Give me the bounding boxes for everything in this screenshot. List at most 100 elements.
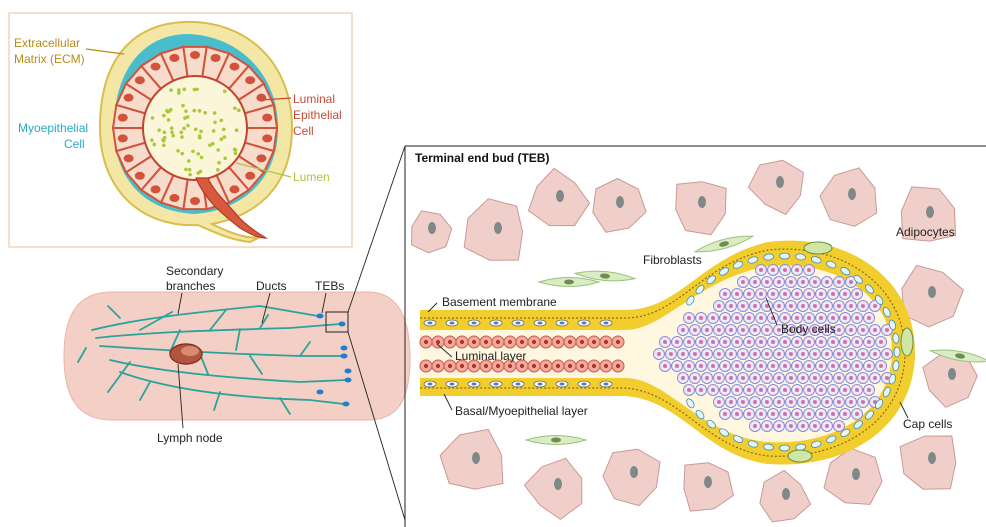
cell-nucleus — [151, 63, 161, 71]
secretion-dot — [233, 106, 237, 110]
body-cell-nucleus — [747, 340, 751, 344]
luminal-cell-nucleus — [484, 340, 488, 344]
body-cell-nucleus — [861, 352, 865, 356]
luminal-cell-nucleus — [496, 340, 500, 344]
basal-cell-nucleus — [516, 322, 521, 325]
secondary-label-line2: branches — [166, 279, 215, 293]
body-cell-nucleus — [819, 340, 823, 344]
secretion-dot — [183, 88, 187, 92]
body-cell-nucleus — [885, 328, 889, 332]
body-cell-nucleus — [801, 424, 805, 428]
body-cell-nucleus — [723, 316, 727, 320]
secretion-dot — [167, 118, 171, 122]
adipocyte-nucleus — [848, 188, 856, 200]
body-cells-label: Body cells — [781, 322, 836, 336]
body-cell-nucleus — [843, 388, 847, 392]
secretion-dot — [223, 89, 227, 93]
luminal-cell-nucleus — [616, 340, 620, 344]
body-cell-nucleus — [687, 316, 691, 320]
cell-nucleus — [262, 114, 272, 122]
secretion-dot — [217, 161, 221, 165]
body-cell-nucleus — [801, 400, 805, 404]
secretion-dot — [169, 108, 173, 112]
secretion-dot — [208, 143, 212, 147]
body-cell-nucleus — [759, 364, 763, 368]
body-cell-nucleus — [717, 352, 721, 356]
body-cell-nucleus — [867, 316, 871, 320]
body-cell-nucleus — [753, 304, 757, 308]
secretion-dot — [198, 109, 202, 113]
adipocyte — [524, 458, 582, 519]
body-cell-nucleus — [837, 280, 841, 284]
body-cell-nucleus — [687, 340, 691, 344]
body-cell-nucleus — [711, 340, 715, 344]
cell-nucleus — [124, 94, 134, 102]
luminal-cell-nucleus — [448, 340, 452, 344]
adipocyte-nucleus — [556, 190, 564, 202]
body-cell-nucleus — [855, 364, 859, 368]
body-cell-nucleus — [789, 304, 793, 308]
body-cell-nucleus — [819, 364, 823, 368]
body-cell-nucleus — [867, 388, 871, 392]
body-cell-nucleus — [801, 376, 805, 380]
fibroblast-nucleus — [564, 280, 574, 285]
body-cell-nucleus — [693, 352, 697, 356]
body-cell-nucleus — [759, 388, 763, 392]
fibroblasts-label: Fibroblasts — [643, 253, 702, 267]
body-cell-nucleus — [777, 376, 781, 380]
body-cell-nucleus — [825, 280, 829, 284]
body-cell-nucleus — [831, 340, 835, 344]
secretion-dot — [151, 116, 155, 120]
body-cell-nucleus — [747, 412, 751, 416]
body-cell-nucleus — [765, 400, 769, 404]
body-cell-nucleus — [789, 424, 793, 428]
body-cell-nucleus — [807, 412, 811, 416]
body-cell-nucleus — [741, 400, 745, 404]
body-cell-nucleus — [843, 412, 847, 416]
secretion-dot — [216, 168, 220, 172]
luminal-cell-nucleus — [508, 364, 512, 368]
luminal-cell-nucleus — [472, 364, 476, 368]
body-cell-nucleus — [831, 364, 835, 368]
cap-cell — [894, 347, 900, 357]
secretion-dot — [198, 134, 202, 138]
luminal-cell-nucleus — [556, 364, 560, 368]
body-cell-nucleus — [885, 352, 889, 356]
adipocyte-nucleus — [494, 222, 502, 234]
body-cell-nucleus — [729, 304, 733, 308]
adipocyte-nucleus — [428, 222, 436, 234]
secretion-dot — [165, 109, 169, 113]
body-cell-nucleus — [717, 304, 721, 308]
body-cell-nucleus — [867, 364, 871, 368]
basement-membrane-label: Basement membrane — [442, 295, 557, 309]
body-cell-nucleus — [843, 340, 847, 344]
luminal-cell-nucleus — [580, 364, 584, 368]
luminal-cell-nucleus — [424, 364, 428, 368]
body-cell-nucleus — [783, 412, 787, 416]
body-cell-nucleus — [831, 388, 835, 392]
secretion-dot — [184, 168, 188, 172]
cell-nucleus — [256, 154, 266, 162]
luminal-cell-nucleus — [604, 340, 608, 344]
secretion-dot — [181, 104, 185, 108]
body-cell-nucleus — [873, 304, 877, 308]
secretion-dot — [182, 127, 186, 131]
body-cell-nucleus — [867, 340, 871, 344]
basal-cell-nucleus — [428, 322, 433, 325]
secretion-dot — [234, 152, 238, 156]
adipocyte — [464, 199, 522, 261]
body-cell-nucleus — [813, 304, 817, 308]
body-cell-nucleus — [759, 292, 763, 296]
secretion-dot — [223, 156, 227, 160]
body-cell-nucleus — [759, 268, 763, 272]
luminal-cell-nucleus — [436, 340, 440, 344]
body-cell-nucleus — [783, 340, 787, 344]
body-cell-nucleus — [855, 340, 859, 344]
body-cell-nucleus — [765, 328, 769, 332]
body-cell-nucleus — [849, 280, 853, 284]
body-cell-nucleus — [729, 352, 733, 356]
body-cell-nucleus — [855, 388, 859, 392]
luminal-cell-nucleus — [436, 364, 440, 368]
body-cell-nucleus — [861, 376, 865, 380]
body-cell-nucleus — [777, 424, 781, 428]
